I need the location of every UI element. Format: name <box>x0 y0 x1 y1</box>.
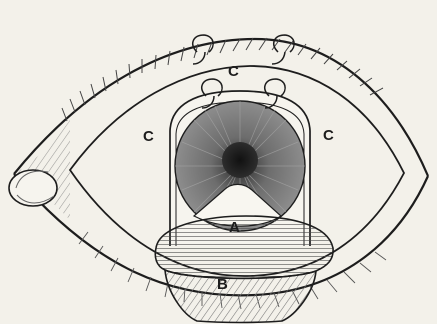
pupil <box>222 142 258 178</box>
label-c-left: C <box>143 128 154 145</box>
label-a: A <box>229 219 240 236</box>
label-c-top: C <box>228 63 239 80</box>
region-b-upper <box>155 216 333 278</box>
label-c-right: C <box>323 127 334 144</box>
label-b: B <box>217 276 228 293</box>
upper-suture-right <box>272 35 294 64</box>
region-b-lower <box>165 270 316 323</box>
upper-suture-left <box>193 35 213 64</box>
